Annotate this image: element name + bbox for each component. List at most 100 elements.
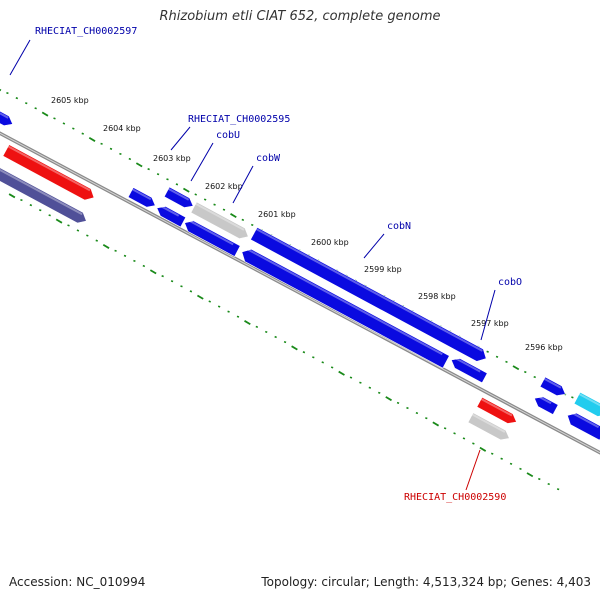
- gene-feature[interactable]: [241, 248, 450, 369]
- inner-tick: [20, 198, 23, 202]
- outer-tick-ring: [0, 88, 600, 414]
- gene-cobW-shine: [186, 218, 234, 246]
- outer-tick: [222, 208, 226, 211]
- inner-tick: [330, 366, 334, 369]
- gene-cobN[interactable]: [250, 226, 487, 362]
- gene-RHECIAT_CH0002590[interactable]: [476, 396, 517, 424]
- gene-feature[interactable]: [156, 206, 187, 228]
- gene-feature-shine: [243, 246, 443, 356]
- inner-tick: [244, 320, 251, 326]
- inner-tick: [39, 209, 42, 212]
- gene-cobU-pseudo[interactable]: [190, 201, 249, 240]
- label-leader-line: [190, 142, 214, 182]
- inner-tick: [208, 300, 211, 303]
- inner-tick: [312, 356, 315, 359]
- gene-feature[interactable]: [533, 396, 559, 415]
- outer-tick: [25, 102, 28, 105]
- gene-feature-shine: [535, 394, 552, 405]
- label-leader-line: [9, 39, 31, 76]
- label-leader-line: [363, 233, 385, 259]
- gene-label[interactable]: cobO: [498, 277, 522, 288]
- outer-tick: [203, 198, 207, 201]
- inner-tick: [236, 315, 240, 318]
- inner-tick: [180, 285, 183, 288]
- outer-tick: [109, 147, 113, 150]
- gene-label[interactable]: cobN: [387, 221, 411, 232]
- outer-tick: [119, 152, 122, 156]
- outer-tick: [166, 178, 169, 181]
- inner-tick: [95, 239, 98, 242]
- inner-tick: [425, 417, 428, 420]
- gene-pseudo-shine: [471, 413, 506, 433]
- inner-tick: [189, 290, 193, 293]
- outer-tick: [486, 350, 489, 353]
- gene-label[interactable]: RHECIAT_CH0002595: [188, 114, 290, 125]
- inner-tick: [479, 446, 487, 452]
- gene-other[interactable]: [0, 164, 87, 224]
- gene-cobO-shine: [452, 356, 481, 373]
- gene-RHECIAT_CH0002597[interactable]: [0, 109, 14, 127]
- inner-tick: [338, 370, 345, 376]
- gene-feature[interactable]: [567, 412, 600, 441]
- gene-highlight[interactable]: [573, 391, 600, 417]
- outer-tick: [512, 365, 520, 371]
- genome-backbone: [0, 131, 600, 455]
- gene-rna[interactable]: [2, 144, 95, 201]
- outer-tick: [0, 88, 2, 92]
- outer-tick: [88, 136, 96, 142]
- outer-tick: [34, 107, 37, 110]
- inner-tick: [76, 229, 80, 232]
- inner-tick: [291, 345, 298, 351]
- gene-cobW[interactable]: [184, 220, 241, 257]
- inner-tick: [227, 310, 230, 313]
- inner-tick: [283, 340, 287, 344]
- inner-tick: [86, 234, 89, 237]
- inner-tick: [217, 305, 221, 308]
- outer-tick: [213, 203, 216, 206]
- outer-tick: [81, 132, 84, 135]
- outer-tick: [194, 193, 197, 196]
- gene-feature[interactable]: [127, 187, 156, 208]
- tick-label: 2599 kbp: [364, 265, 402, 274]
- outer-tick: [53, 117, 56, 120]
- gene-label[interactable]: cobU: [216, 130, 240, 141]
- inner-tick: [472, 442, 475, 445]
- tick-label: 2603 kbp: [153, 154, 191, 163]
- outer-tick: [62, 122, 66, 125]
- outer-tick: [175, 183, 179, 186]
- gene-label[interactable]: cobW: [256, 153, 281, 164]
- gene-pseudo[interactable]: [467, 412, 510, 441]
- inner-tick-ring: [8, 193, 560, 491]
- gene-label[interactable]: RHECIAT_CH0002597: [35, 26, 137, 37]
- gene-feature-shine: [543, 377, 562, 389]
- backbone-highlight: [0, 132, 600, 454]
- gene-track[interactable]: [0, 109, 600, 441]
- gene-cobO[interactable]: [450, 358, 488, 384]
- tick-label: 2601 kbp: [258, 210, 296, 219]
- tick-label: 2605 kbp: [51, 96, 89, 105]
- inner-tick: [274, 335, 277, 339]
- gene-RHECIAT_CH0002595[interactable]: [163, 186, 194, 208]
- gene-feature[interactable]: [539, 376, 566, 397]
- gene-highlight-shine: [578, 393, 600, 407]
- tick-label: 2598 kbp: [418, 292, 456, 301]
- inner-tick: [432, 421, 440, 427]
- outer-tick: [147, 168, 150, 171]
- inner-tick: [385, 396, 392, 402]
- inner-tick: [321, 361, 324, 364]
- inner-tick: [48, 214, 51, 217]
- outer-tick: [533, 376, 536, 379]
- outer-tick: [100, 142, 103, 145]
- label-leader-line: [232, 165, 254, 204]
- gene-label[interactable]: RHECIAT_CH0002590: [404, 492, 506, 503]
- accession-text: Accession: NC_010994: [9, 575, 146, 589]
- inner-tick: [547, 483, 550, 486]
- outer-tick: [128, 157, 132, 161]
- outer-tick: [41, 111, 49, 117]
- outer-tick: [495, 355, 499, 358]
- inner-tick: [368, 386, 372, 389]
- outer-tick: [72, 127, 75, 130]
- inner-tick: [462, 437, 466, 440]
